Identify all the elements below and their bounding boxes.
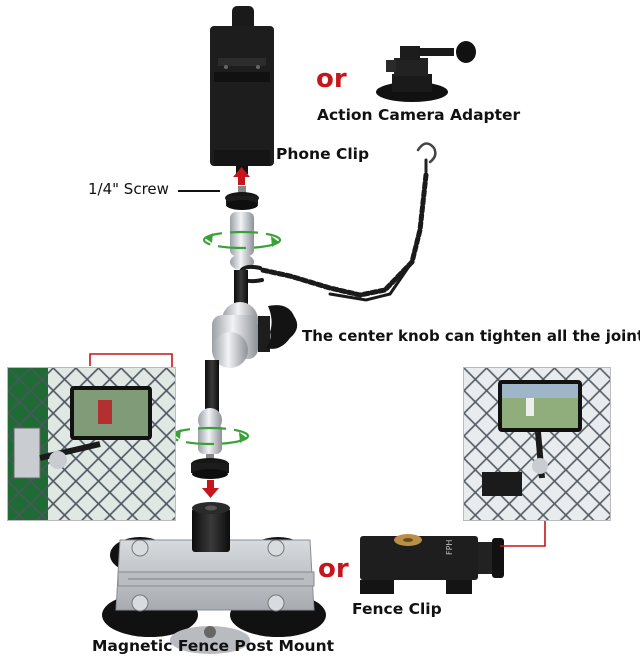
or-label-bottom: or (318, 554, 349, 584)
arrow-down-icon (202, 480, 219, 498)
phone-clip-label: Phone Clip (276, 145, 370, 163)
phone-clip-icon (210, 6, 274, 174)
pointer-line-right (500, 520, 546, 547)
action-camera-adapter-label: Action Camera Adapter (317, 106, 521, 124)
center-knob-label: The center knob can tighten all the join… (302, 327, 640, 345)
upper-ball-joint-icon (202, 212, 282, 270)
lower-arm-rod-icon (205, 360, 219, 418)
or-label-top: or (316, 64, 347, 94)
center-joint-icon (212, 302, 298, 368)
arrow-up-icon (233, 167, 250, 185)
action-camera-adapter-icon (376, 41, 476, 102)
fence-clip-brand: FPH (445, 540, 454, 555)
lanyard-icon (237, 142, 437, 302)
magnetic-mount-label: Magnetic Fence Post Mount (92, 637, 335, 655)
magnetic-mount-icon (102, 502, 326, 654)
lower-ball-joint-icon (170, 408, 250, 479)
fence-clip-photo (463, 367, 611, 521)
fence-post-photo (7, 367, 176, 521)
screw-knob-icon (225, 186, 259, 210)
screw-pointer-line (178, 190, 220, 192)
fence-clip-icon: FPH (360, 534, 504, 594)
screw-label: 1/4" Screw (88, 180, 169, 198)
fence-clip-label: Fence Clip (352, 600, 442, 618)
